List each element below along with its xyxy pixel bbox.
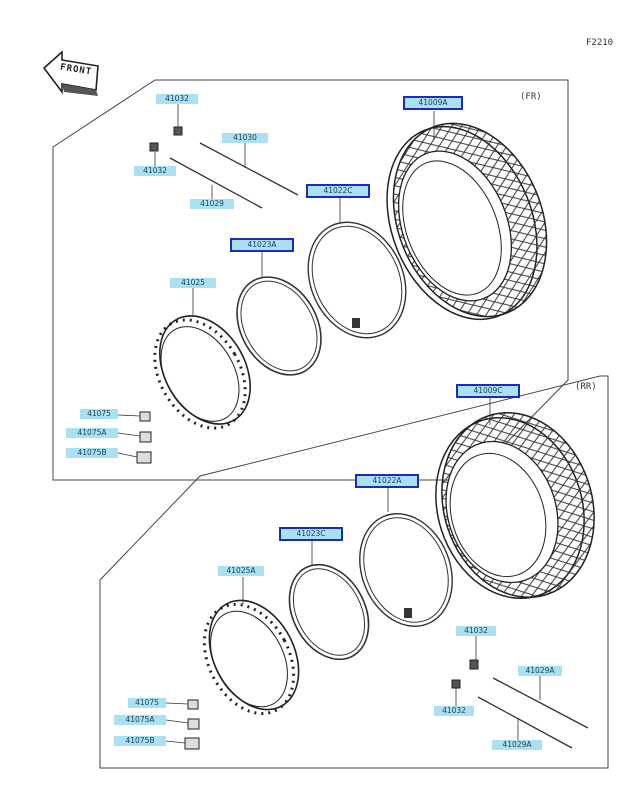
- rear-spoke-a-label[interactable]: 41029A: [518, 666, 562, 676]
- front-spoke-outer: [199, 142, 299, 196]
- rear-nipple-top-label[interactable]: 41032: [456, 626, 496, 636]
- rear-tire: [435, 411, 595, 600]
- front-tire: [386, 122, 548, 321]
- front-tube-label[interactable]: 41022C: [306, 184, 370, 198]
- front-nut-1: [139, 411, 151, 422]
- rear-nut-3-label[interactable]: 41075B: [114, 736, 166, 746]
- front-spoke-outer-label[interactable]: 41030: [222, 133, 268, 143]
- front-tube: [307, 221, 407, 339]
- front-nipple-top: [173, 126, 183, 136]
- rear-rim: [202, 599, 300, 716]
- front-spoke-inner: [169, 157, 263, 209]
- rear-nipple-bottom-label[interactable]: 41032: [434, 706, 474, 716]
- rear-rim-band-label[interactable]: 41023C: [279, 527, 343, 541]
- front-tire-label[interactable]: 41009A: [403, 96, 463, 110]
- front-nut-3-label[interactable]: 41075B: [66, 448, 118, 458]
- front-section-tag: (FR): [520, 92, 542, 102]
- rear-nut-2: [187, 718, 200, 730]
- rear-tube: [359, 513, 453, 627]
- front-rim: [153, 315, 251, 430]
- front-rim-band: [236, 276, 322, 376]
- front-rim-band-label[interactable]: 41023A: [230, 238, 294, 252]
- rear-nut-1: [187, 699, 199, 710]
- rear-nut-1-label[interactable]: 41075: [128, 698, 166, 708]
- front-nipple-top-label[interactable]: 41032: [156, 94, 198, 104]
- rear-tire-label[interactable]: 41009C: [456, 384, 520, 398]
- front-nut-3: [136, 451, 152, 464]
- rear-nipple-top: [469, 659, 479, 670]
- front-nipple-side: [149, 142, 159, 152]
- rear-nut-3: [184, 737, 200, 750]
- rear-section-panel: [99, 375, 609, 769]
- rear-rim-band: [288, 563, 370, 661]
- front-nipple-side-label[interactable]: 41032: [134, 166, 176, 176]
- front-section-panel: [52, 79, 569, 481]
- front-nut-2-label[interactable]: 41075A: [66, 428, 118, 438]
- rear-leader-lines: [165, 397, 541, 744]
- front-spoke-inner-label[interactable]: 41029: [190, 199, 234, 209]
- rear-tube-label[interactable]: 41022A: [355, 474, 419, 488]
- rear-spoke-b-label[interactable]: 41029A: [492, 740, 542, 750]
- rear-spoke-a: [492, 677, 589, 729]
- front-rim-label[interactable]: 41025: [170, 278, 216, 288]
- rear-section-tag: (RR): [575, 382, 597, 392]
- front-nut-2: [139, 431, 152, 443]
- rear-nipple-bottom: [451, 679, 461, 689]
- rear-rim-label[interactable]: 41025A: [218, 566, 264, 576]
- front-nut-1-label[interactable]: 41075: [80, 409, 118, 419]
- rear-nut-2-label[interactable]: 41075A: [114, 715, 166, 725]
- front-leader-lines: [117, 103, 435, 458]
- front-arrow-icon: [42, 50, 99, 96]
- page-code: F2210: [586, 38, 614, 48]
- rear-spoke-b: [477, 696, 573, 749]
